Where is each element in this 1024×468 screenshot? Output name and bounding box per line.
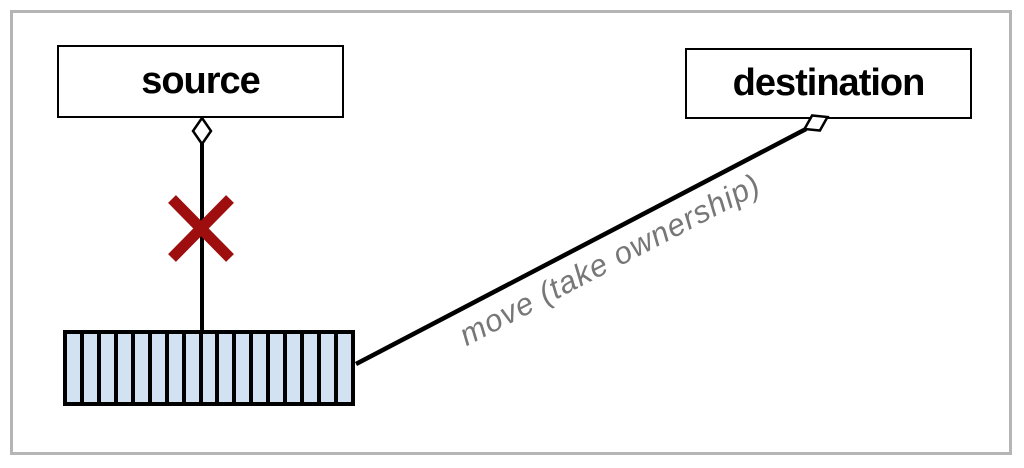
vector-cell bbox=[321, 334, 334, 402]
vector-cell bbox=[100, 334, 114, 402]
vector-cell bbox=[253, 334, 267, 402]
vector-cell bbox=[134, 334, 148, 402]
vector-cell bbox=[219, 334, 233, 402]
vector-cell bbox=[287, 334, 301, 402]
vector-cell bbox=[151, 334, 165, 402]
destination-node-label: destination bbox=[732, 62, 926, 104]
vector-cell bbox=[304, 334, 318, 402]
vector-buffer bbox=[63, 330, 355, 406]
vector-cell bbox=[117, 334, 131, 402]
vector-cell bbox=[236, 334, 250, 402]
vector-cell bbox=[67, 334, 80, 402]
destination-node: destination bbox=[685, 48, 972, 119]
vector-cell bbox=[83, 334, 97, 402]
source-node: source bbox=[57, 45, 344, 118]
vector-cell bbox=[185, 334, 199, 402]
source-node-label: source bbox=[141, 60, 261, 102]
vector-cell bbox=[270, 334, 284, 402]
vector-cell bbox=[168, 334, 182, 402]
vector-cell bbox=[338, 334, 351, 402]
vector-cell bbox=[202, 334, 216, 402]
